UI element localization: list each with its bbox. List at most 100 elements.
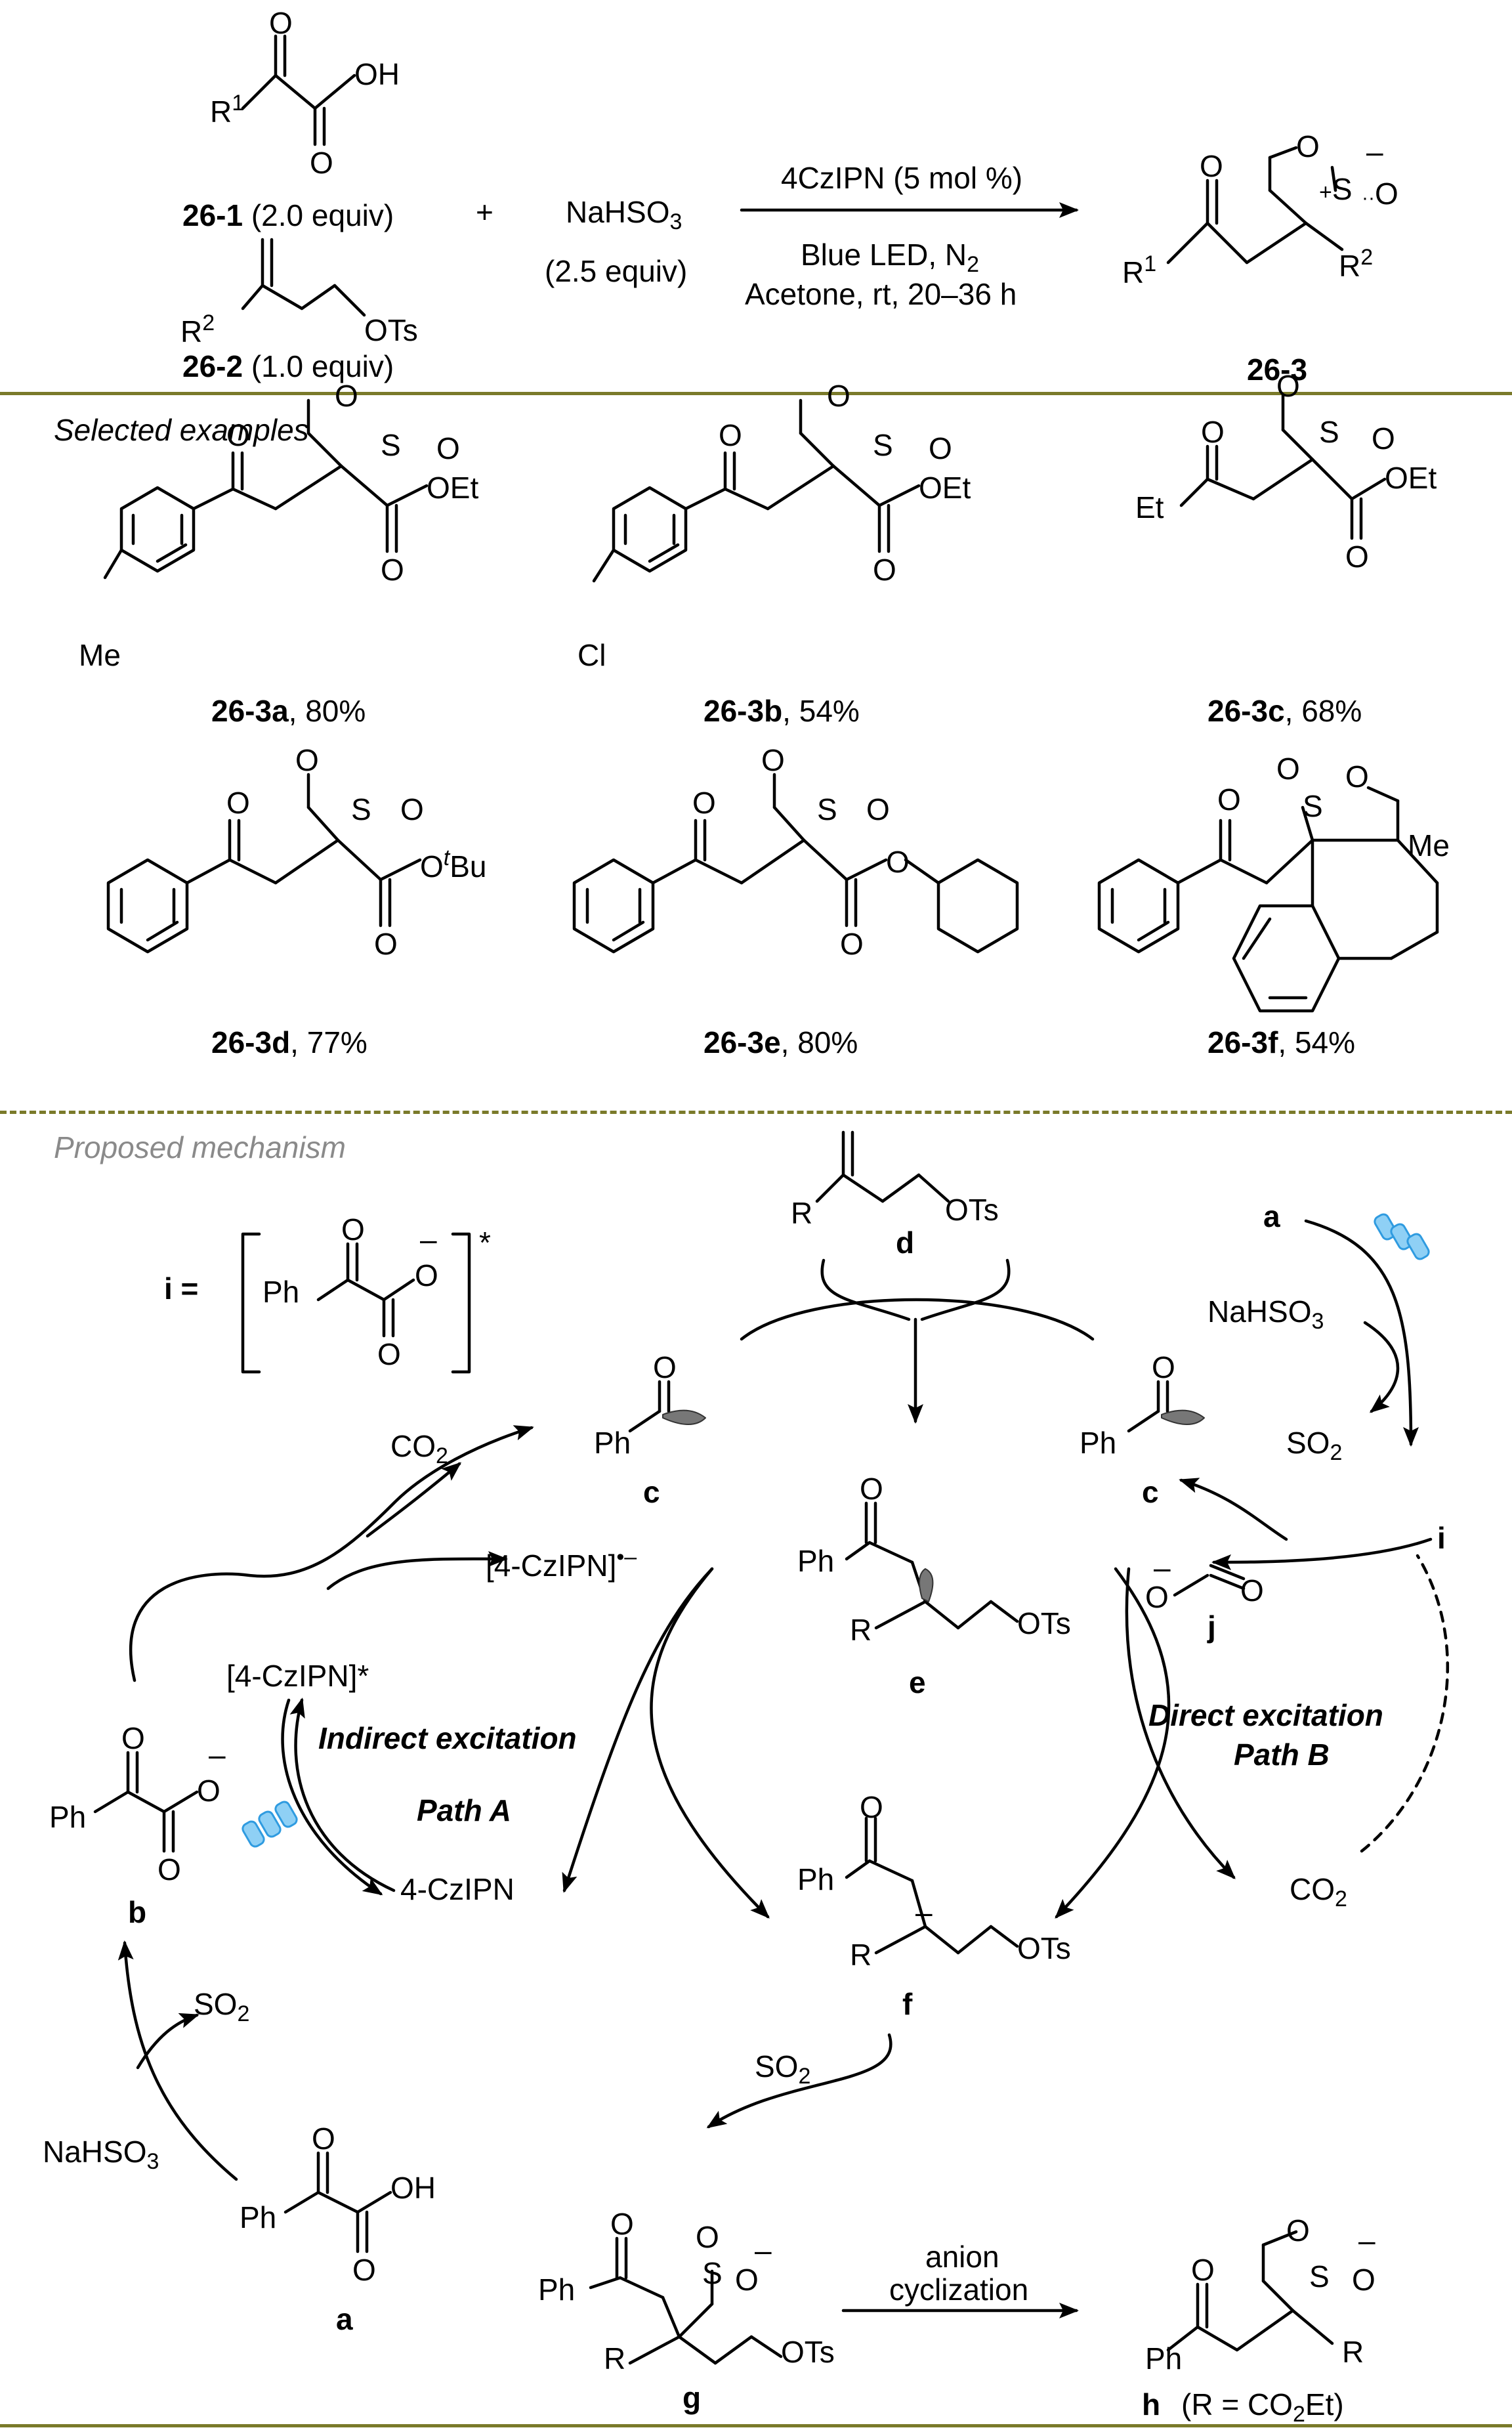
atom-o-j-a: O [1145, 1580, 1169, 1614]
led-icon [242, 1213, 1430, 1848]
section-rule-top [0, 392, 1512, 395]
i-definition: i = [164, 1271, 199, 1306]
atom-o-b-a: O [121, 1721, 145, 1755]
reagent-nahso3-equiv: (2.5 equiv) [545, 254, 688, 288]
compound-label-26-1: 26-1 (2.0 equiv) [182, 198, 394, 232]
atom-so-26-3d: O [400, 792, 424, 826]
atom-o-f: O [860, 1790, 883, 1824]
so2-fg: SO2 [755, 2049, 811, 2089]
atom-co-26-3b: O [873, 553, 896, 587]
nahso3-left: NaHSO3 [43, 2135, 159, 2174]
atom-ph-e: Ph [797, 1544, 835, 1578]
structure-b [93, 1751, 199, 1853]
charge-minus-h: – [1358, 2223, 1376, 2257]
structure-26-1 [241, 34, 356, 146]
atom-ph-a: Ph [240, 2200, 277, 2234]
structure-g [589, 2236, 783, 2365]
atom-ots-f: OTs [1017, 1931, 1071, 1965]
ring-o-26-3f: O [1345, 759, 1369, 794]
atom-o-26-3-ketone: O [1200, 149, 1223, 183]
charge-minus-i: – [420, 1222, 437, 1256]
atom-o-j-b: O [1240, 1573, 1264, 1608]
atom-o-26-3-so: ··O [1362, 177, 1398, 211]
atom-so-26-3c: O [1372, 421, 1395, 456]
label-a-top: a [1263, 1199, 1280, 1233]
charge-minus-26-3: – [1366, 135, 1383, 169]
atom-ph-b: Ph [49, 1800, 87, 1834]
atom-o-26-1a: O [269, 6, 293, 40]
structure-c-right [1127, 1380, 1169, 1433]
czipn-ground: 4-CzIPN [400, 1872, 514, 1906]
charge-minus-g: – [755, 2233, 772, 2267]
atom-ots-e: OTs [1017, 1606, 1071, 1640]
atom-r-e: R [850, 1613, 872, 1647]
label-a-bottom: a [336, 2302, 353, 2336]
atom-o-26-3d: O [226, 786, 250, 820]
atom-ph-g: Ph [538, 2272, 576, 2307]
atom-cl-26-3b: Cl [578, 638, 606, 672]
atom-ph-i: Ph [262, 1275, 300, 1309]
excited-star-i: * [479, 1226, 491, 1260]
atom-so-g-a: O [696, 2220, 719, 2254]
structure-f [845, 1816, 1019, 1955]
atom-o-26-3-ring: O [1296, 129, 1320, 163]
structure-26-3a [103, 398, 429, 580]
charge-minus-j: – [1154, 1550, 1171, 1585]
section-header-examples: Selected examples [54, 413, 309, 447]
atom-o-a-a: O [312, 2122, 335, 2156]
charge-minus-f: – [915, 1895, 933, 1929]
so2-right: SO2 [1286, 1426, 1343, 1465]
atom-s-26-3e: S [817, 792, 837, 826]
structure-e [845, 1501, 1019, 1630]
atom-o-26-1b: O [310, 146, 333, 180]
atom-so-26-3f: O [1276, 752, 1300, 786]
label-b: b [128, 1895, 147, 1929]
atom-so-26-3b: O [929, 431, 952, 465]
atom-ester-26-3b: OEt [919, 471, 971, 505]
atom-ester-26-3d: OtBu [420, 845, 487, 884]
atom-so-g-b: O [735, 2263, 759, 2297]
atom-s-g: S [702, 2256, 723, 2290]
structure-26-3c [1179, 392, 1387, 540]
compound-label-26-3f: 26-3f, 54% [1208, 1025, 1356, 1059]
structure-d [815, 1130, 950, 1203]
ring-o-h: O [1286, 2213, 1310, 2248]
atom-r1-26-3: R1 [1122, 251, 1157, 289]
h-note: (R = CO2Et) [1181, 2387, 1344, 2427]
compound-label-26-3: 26-3 [1247, 352, 1308, 387]
co2-top-left: CO2 [390, 1429, 448, 1468]
atom-ots-26-2: OTs [364, 313, 418, 347]
atom-o-c-left: O [653, 1350, 677, 1384]
atom-so-26-3e: O [866, 792, 890, 826]
atom-ester-26-3e: O [886, 845, 910, 879]
atom-o-c-right: O [1152, 1350, 1175, 1384]
ring-o-26-3b: O [827, 379, 850, 413]
label-c-left: c [643, 1475, 660, 1509]
co2-right: CO2 [1290, 1872, 1347, 1911]
atom-co-26-3c: O [1345, 540, 1369, 574]
atom-o-a-c: O [352, 2253, 376, 2287]
atom-ph-c-right: Ph [1080, 1426, 1117, 1460]
atom-r-d: R [791, 1196, 813, 1230]
section-rule-dashed [0, 1111, 1512, 1114]
structure-j [1173, 1564, 1246, 1597]
compound-label-26-3e: 26-3e, 80% [704, 1025, 858, 1059]
atom-o-g: O [610, 2207, 634, 2241]
atom-oh-a: OH [390, 2171, 436, 2205]
structure-26-3f [1097, 786, 1439, 1013]
atom-o-b-b: O [197, 1774, 220, 1808]
atom-s-26-3f: S [1303, 789, 1323, 823]
compound-label-26-2: 26-2 (1.0 equiv) [182, 349, 394, 383]
condition-solvent: Acetone, rt, 20–36 h [745, 277, 1017, 311]
atom-o-e: O [860, 1472, 883, 1506]
atom-ph-h: Ph [1145, 2341, 1183, 2376]
compound-label-26-3c: 26-3c, 68% [1208, 694, 1362, 728]
ring-o-26-3d: O [295, 743, 319, 777]
atom-o-26-3e: O [692, 786, 716, 820]
structure-26-3d [106, 773, 422, 954]
atom-o-26-3f: O [1217, 782, 1241, 817]
atom-so-h: O [1352, 2263, 1376, 2297]
atom-me-26-3a: Me [79, 638, 121, 672]
atom-o-h: O [1191, 2253, 1215, 2287]
atom-o-26-3b: O [719, 418, 742, 452]
